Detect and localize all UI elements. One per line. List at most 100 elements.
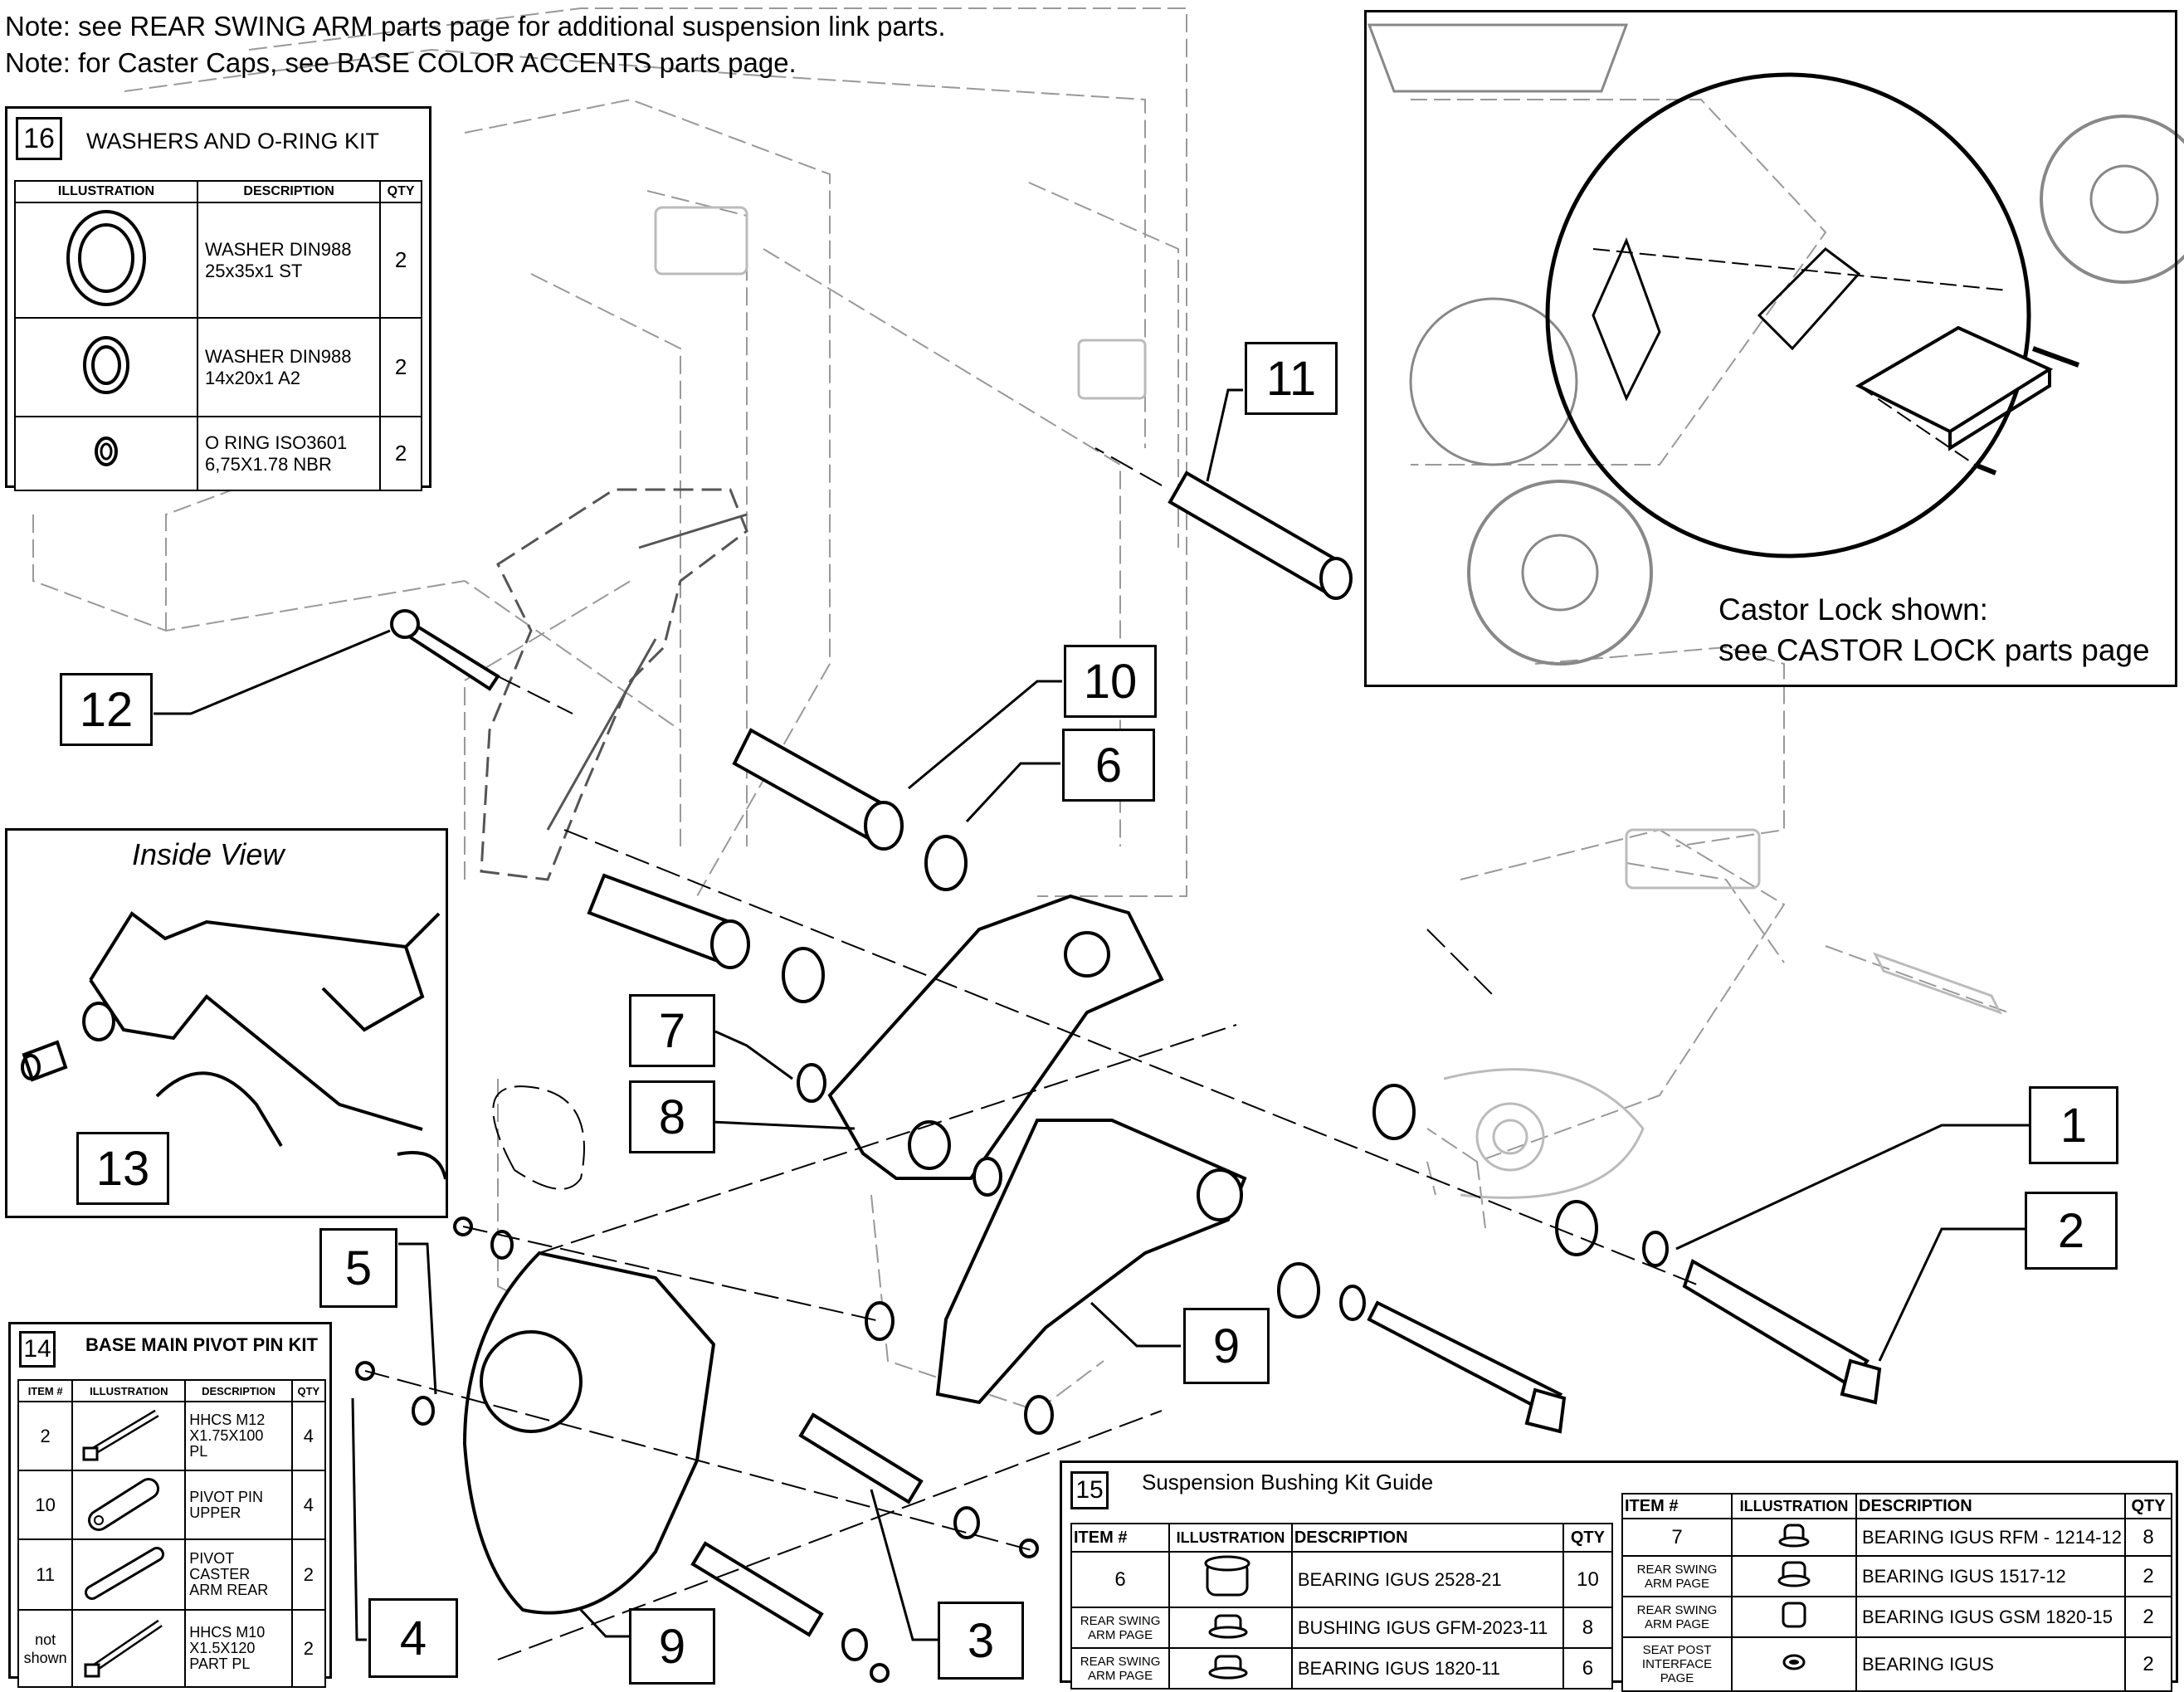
kit15-row-desc: BEARING IGUS 1820-11 — [1290, 1647, 1564, 1690]
kit16-panel: 16 WASHERS AND O-RING KIT ILLUSTRATION D… — [5, 106, 431, 491]
kit16-table: ILLUSTRATION DESCRIPTION QTY WASHER DIN9… — [14, 180, 422, 491]
bearing-seat-post-illustration — [1731, 1636, 1857, 1692]
kit14-row-qty: 4 — [290, 1401, 327, 1471]
kit15-row-qty: 2 — [2124, 1636, 2172, 1692]
inside-view-inset: Inside View — [5, 828, 448, 1218]
kit15-row-qty: 6 — [1562, 1647, 1614, 1690]
kit15-left-header-item: ITEM # — [1070, 1523, 1171, 1553]
kit14-row-item: 2 — [17, 1401, 74, 1471]
suspension-parts — [355, 471, 1882, 1683]
note-rear-swing-arm: Note: see REAR SWING ARM parts page for … — [5, 11, 946, 41]
bolt-m12-illustration — [71, 1401, 187, 1471]
kit15-left-header-description: DESCRIPTION — [1290, 1523, 1564, 1553]
kit15-row-desc: BEARING IGUS 1517-12 — [1855, 1555, 2126, 1597]
kit16-row-desc: WASHER DIN988 25x35x1 ST — [196, 202, 382, 319]
kit15-row-qty: 10 — [1562, 1551, 1614, 1608]
kit15-right-header-item: ITEM # — [1621, 1493, 1733, 1519]
kit15-right-header-description: DESCRIPTION — [1855, 1493, 2126, 1519]
kit14-row-qty: 4 — [290, 1470, 327, 1540]
kit16-row-desc: O RING ISO3601 6,75X1.78 NBR — [196, 416, 382, 491]
kit15-row-qty: 8 — [1562, 1607, 1614, 1649]
callout-2: 2 — [2025, 1192, 2118, 1270]
callout-1: 1 — [2029, 1086, 2118, 1164]
bushing-gfm-illustration — [1168, 1607, 1293, 1649]
kit14-panel: 14 BASE MAIN PIVOT PIN KIT ITEM # ILLUST… — [8, 1322, 332, 1688]
pivot-caster-arm-illustration — [71, 1538, 187, 1611]
kit15-row-qty: 2 — [2124, 1596, 2172, 1638]
o-ring-illustration — [14, 416, 198, 491]
kit15-number: 15 — [1070, 1471, 1109, 1509]
castor-lock-caption: Castor Lock shown: see CASTOR LOCK parts… — [1718, 589, 2150, 670]
note-caster-caps: Note: for Caster Caps, see BASE COLOR AC… — [5, 47, 797, 78]
kit16-row-qty: 2 — [379, 202, 422, 319]
castor-lock-caption-line1: Castor Lock shown: — [1718, 592, 1988, 627]
kit14-header-qty: QTY — [290, 1379, 327, 1402]
assembly-axis-lines — [364, 447, 1702, 1660]
kit15-row-qty: 2 — [2124, 1555, 2172, 1597]
frame-background-parts — [654, 206, 2003, 1199]
kit15-row-desc: BEARING IGUS RFM - 1214-12 — [1855, 1518, 2126, 1557]
callout-12: 12 — [60, 673, 153, 746]
kit15-title: Suspension Bushing Kit Guide — [1142, 1470, 1434, 1495]
kit14-row-item: 10 — [17, 1470, 74, 1540]
kit16-row: WASHER DIN988 14x20x1 A2 2 — [14, 317, 422, 417]
kit16-row-qty: 2 — [379, 416, 422, 491]
kit15-row: 6 BEARING IGUS 2528-21 10 — [1070, 1551, 1614, 1608]
callout-6: 6 — [1062, 729, 1155, 802]
kit15-row: 7 BEARING IGUS RFM - 1214-12 8 — [1621, 1518, 2172, 1557]
kit14-number: 14 — [19, 1331, 56, 1368]
kit14-header-item: ITEM # — [17, 1379, 74, 1402]
leader-lines — [42, 388, 2041, 1641]
kit14-row-qty: 2 — [290, 1538, 327, 1611]
kit14-row-item: 11 — [17, 1538, 74, 1611]
kit14-header-description: DESCRIPTION — [184, 1379, 293, 1402]
bearing-1820-illustration — [1168, 1647, 1293, 1690]
kit16-header-description: DESCRIPTION — [196, 180, 382, 203]
kit16-number: 16 — [16, 117, 62, 160]
kit16-row-qty: 2 — [379, 317, 422, 417]
washer-small-illustration — [14, 317, 198, 417]
pivot-pin-upper-illustration — [71, 1470, 187, 1540]
kit15-right-header-illustration: ILLUSTRATION — [1731, 1493, 1857, 1519]
frame-phantom-lines — [32, 7, 2009, 1412]
bearing-gsm-illustration — [1731, 1596, 1857, 1638]
kit15-row-qty: 8 — [2124, 1518, 2172, 1557]
bolt-m10-illustration — [71, 1609, 187, 1688]
kit14-title: BASE MAIN PIVOT PIN KIT — [85, 1334, 318, 1355]
callout-9-caster-housing: 9 — [629, 1608, 715, 1685]
kit16-row: O RING ISO3601 6,75X1.78 NBR 2 — [14, 416, 422, 491]
callout-7: 7 — [629, 994, 715, 1067]
kit16-title: WASHERS AND O-RING KIT — [86, 129, 380, 154]
callout-11: 11 — [1245, 342, 1338, 415]
kit15-row-desc: BEARING IGUS — [1855, 1636, 2126, 1692]
bearing-2528-illustration — [1168, 1551, 1293, 1608]
kit16-row: WASHER DIN988 25x35x1 ST 2 — [14, 202, 422, 319]
kit15-left-header-illustration: ILLUSTRATION — [1168, 1523, 1293, 1553]
kit15-row-desc: BEARING IGUS 2528-21 — [1290, 1551, 1564, 1608]
kit15-row-item: 7 — [1621, 1518, 1733, 1557]
kit16-header-illustration: ILLUSTRATION — [14, 180, 198, 203]
kit15-right-table: ITEM # ILLUSTRATION DESCRIPTION QTY 7 BE… — [1621, 1493, 2172, 1692]
castor-lock-illustration — [1367, 23, 2184, 666]
kit15-left-table: ITEM # ILLUSTRATION DESCRIPTION QTY 6 BE… — [1070, 1523, 1614, 1690]
castor-lock-inset: Castor Lock shown: see CASTOR LOCK parts… — [1364, 10, 2177, 687]
callout-10: 10 — [1064, 645, 1157, 718]
castor-lock-caption-line2: see CASTOR LOCK parts page — [1718, 633, 2150, 667]
kit14-table: ITEM # ILLUSTRATION DESCRIPTION QTY 2 HH… — [17, 1379, 327, 1688]
kit15-panel: 15 Suspension Bushing Kit Guide ITEM # I… — [1060, 1460, 2178, 1692]
kit16-row-desc: WASHER DIN988 14x20x1 A2 — [196, 317, 382, 417]
